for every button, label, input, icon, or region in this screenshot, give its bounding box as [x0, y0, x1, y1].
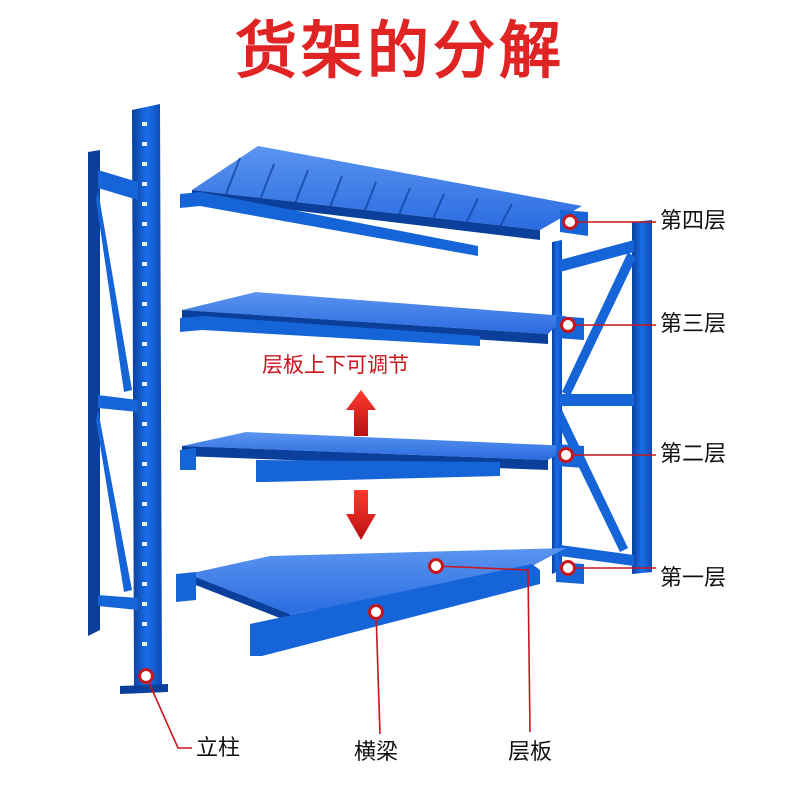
- label-level-2: 第二层: [660, 442, 727, 467]
- label-level-3: 第三层: [660, 312, 727, 337]
- right-rear-upright: [632, 220, 652, 574]
- left-upright-frame: [88, 104, 168, 694]
- label-beam: 横梁: [354, 740, 399, 765]
- marker-dot: [558, 447, 574, 463]
- marker-dot: [560, 560, 576, 576]
- arrow-up-icon: [346, 390, 376, 436]
- label-level-1: 第一层: [660, 566, 727, 591]
- front-beam: [250, 564, 540, 656]
- label-upright: 立柱: [196, 736, 241, 761]
- label-level-4: 第四层: [660, 209, 727, 234]
- leader-lines: [145, 221, 656, 749]
- arrow-down-icon: [346, 490, 376, 540]
- right-upright-frame: [552, 220, 652, 574]
- marker-dot: [428, 558, 444, 574]
- marker-dot: [562, 214, 578, 230]
- left-front-upright: [132, 104, 162, 692]
- marker-dot: [138, 668, 154, 684]
- page-title: 货架的分解: [234, 14, 565, 87]
- shelf-level-2: [180, 432, 584, 482]
- marker-dot: [368, 604, 384, 620]
- shelf-level-3: [180, 292, 584, 346]
- marker-dots: [138, 214, 578, 684]
- adjustable-note: 层板上下可调节: [262, 353, 409, 377]
- label-shelf-panel: 层板: [508, 740, 553, 765]
- marker-dot: [560, 317, 576, 333]
- adjust-arrows: [346, 390, 376, 540]
- shelf-level-1: [176, 548, 584, 656]
- shelf-level-4: [180, 146, 588, 256]
